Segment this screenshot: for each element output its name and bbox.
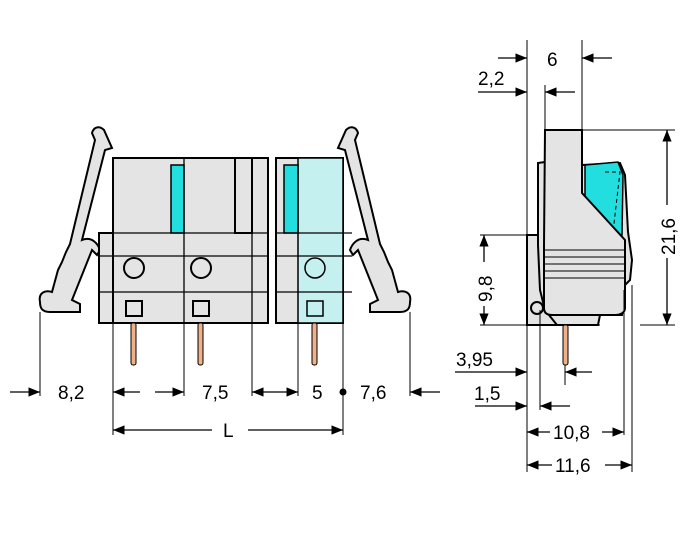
wire-entry-hole	[304, 257, 326, 279]
solder-pin	[311, 322, 318, 366]
solder-pin	[130, 322, 137, 366]
solder-pin	[197, 322, 204, 366]
dim-flange: 1,5	[474, 384, 500, 405]
break-gap	[269, 150, 275, 330]
wire-entry-hole	[123, 257, 145, 279]
dim-height-lower: 9,8	[476, 276, 497, 302]
wire-entry-hole	[190, 257, 212, 279]
dim-lever-left: 8,2	[58, 383, 84, 404]
dim-top-width: 6	[547, 50, 558, 71]
side-view: 6 2,2 21,6 9,8 3,95 1,5 10,8 11,6	[455, 40, 680, 477]
dim-lever-right: 7,6	[360, 383, 386, 404]
dim-pitch-left: 7,5	[202, 383, 228, 404]
actuator-slot-3	[283, 164, 299, 234]
test-slot	[192, 300, 210, 317]
actuator-slot-2	[234, 157, 253, 234]
dim-depth-body: 10,8	[553, 423, 590, 444]
dim-depth-total: 11,6	[555, 456, 591, 477]
dim-pin-offset: 3,95	[456, 350, 493, 371]
dim-length: L	[223, 421, 234, 442]
dim-height-total: 21,6	[659, 218, 680, 255]
test-slot	[306, 300, 324, 317]
right-locking-lever	[336, 126, 412, 313]
actuator-slot-1	[170, 164, 185, 234]
transparent-pole	[297, 157, 344, 324]
front-view: 8,2 7,5 5 7,6 L	[10, 126, 440, 442]
dim-offset-top: 2,2	[478, 69, 504, 90]
dimension-dot	[339, 388, 347, 396]
dim-pitch-right: 5	[312, 383, 323, 404]
left-locking-lever	[38, 126, 114, 313]
test-slot	[125, 300, 143, 317]
solder-pin-side	[562, 324, 569, 366]
